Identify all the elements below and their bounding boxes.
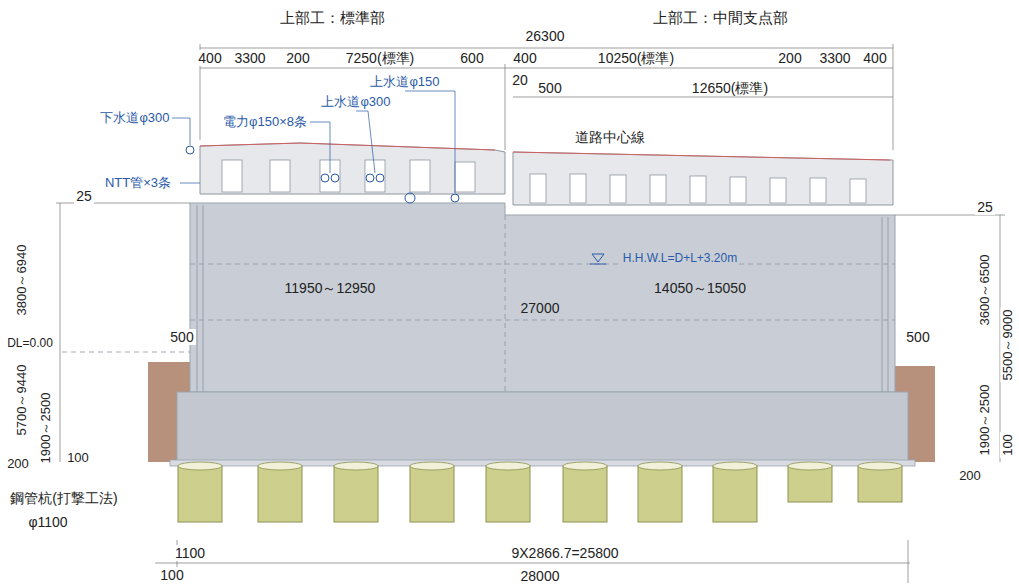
water-level-line bbox=[590, 264, 606, 265]
dimension-label: 5700～9440 bbox=[14, 363, 30, 438]
dimension-label: 上水道φ300 bbox=[319, 94, 392, 110]
dimension-label: 鋼管杭(打撃工法) bbox=[8, 490, 119, 506]
dimension-label: φ1100 bbox=[26, 514, 69, 530]
dimension-label: 上部工：標準部 bbox=[280, 10, 385, 26]
water-level-mark bbox=[592, 254, 604, 262]
dimension-label: 500 bbox=[168, 329, 195, 345]
dimension-label: 1900～2500 bbox=[977, 383, 993, 458]
dimension-label: 200 bbox=[284, 50, 311, 66]
leader-lines bbox=[172, 91, 455, 193]
dimension-label: 上部工：中間支点部 bbox=[653, 10, 788, 26]
superstructure bbox=[186, 143, 893, 205]
dimension-label: 14050～15050 bbox=[652, 280, 748, 296]
dimension-label: 27000 bbox=[519, 300, 562, 316]
dimension-label: 500 bbox=[904, 329, 931, 345]
steel-piles bbox=[178, 462, 902, 522]
dimension-label: 1100 bbox=[173, 545, 207, 561]
dimension-label: DL=0.00 bbox=[5, 335, 55, 351]
dimension-label: 3600～6500 bbox=[977, 253, 993, 328]
dimension-label: 5500～9000 bbox=[1000, 308, 1016, 383]
dimension-label: 26300 bbox=[526, 28, 565, 44]
dimension-label: 28000 bbox=[519, 568, 562, 584]
dashed-lines bbox=[62, 215, 895, 392]
dimension-label: 600 bbox=[458, 50, 485, 66]
dimension-label: 400 bbox=[196, 50, 223, 66]
dimension-lines bbox=[56, 44, 1005, 583]
dimension-label: 100 bbox=[65, 450, 91, 466]
dimension-label: 20 bbox=[510, 72, 530, 88]
dimension-label: 100 bbox=[158, 567, 185, 583]
dimension-label: 12650(標準) bbox=[690, 80, 770, 96]
dimension-label: 3300 bbox=[232, 50, 267, 66]
dimension-label: 電力φ150×8条 bbox=[221, 114, 309, 130]
dimension-label: 上水道φ150 bbox=[368, 74, 441, 90]
dimension-label: 9X2866.7=25800 bbox=[509, 545, 620, 561]
dimension-label: 1900～2500 bbox=[38, 391, 54, 466]
footing bbox=[177, 392, 908, 462]
dimension-label: 25 bbox=[975, 199, 995, 215]
dimension-label: 11950～12950 bbox=[283, 280, 378, 296]
dimension-label: 200 bbox=[5, 456, 31, 472]
dimension-label: 200 bbox=[776, 50, 803, 66]
dimension-label: 下水道φ300 bbox=[100, 110, 169, 126]
dimension-label: 400 bbox=[511, 50, 538, 66]
wall-lines bbox=[197, 205, 888, 392]
dimension-label: 10250(標準) bbox=[596, 50, 676, 66]
dimension-label: 道路中心線 bbox=[573, 129, 647, 145]
dimension-label: 400 bbox=[861, 50, 888, 66]
dimension-label: 7250(標準) bbox=[344, 50, 416, 66]
dimension-label: 3300 bbox=[817, 50, 852, 66]
dimension-label: H.H.W.L=D+L+3.20m bbox=[621, 250, 739, 266]
dimension-label: 25 bbox=[74, 188, 94, 204]
dimension-label: 200 bbox=[957, 468, 983, 484]
dimension-label: 3800～6940 bbox=[14, 243, 30, 318]
dimension-label: NTT管×3条 bbox=[105, 175, 171, 191]
dimension-label: 500 bbox=[536, 80, 563, 96]
dimension-label: 100 bbox=[1000, 432, 1016, 458]
caisson-body bbox=[190, 203, 895, 392]
